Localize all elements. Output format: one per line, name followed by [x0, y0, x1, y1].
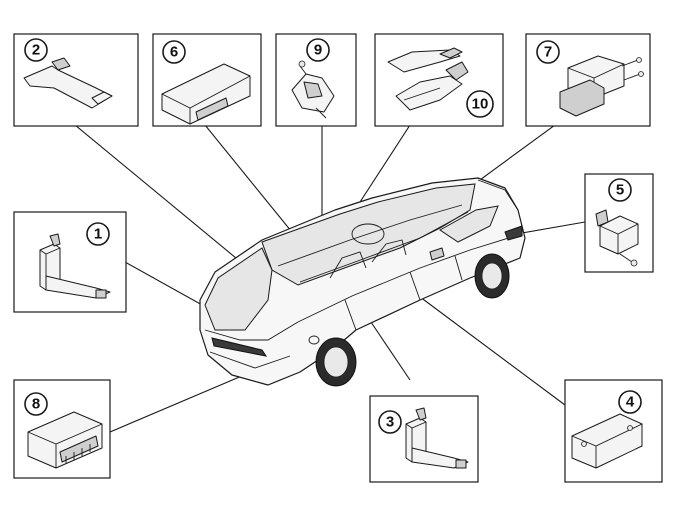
- callout-number-10: 10: [472, 96, 489, 113]
- callout-badge-7: [536, 40, 560, 64]
- component-9-lock-mechanism-icon: [291, 60, 335, 119]
- component-2-sensor-icon: [23, 57, 113, 109]
- component-3-sensor-icon: [405, 407, 469, 469]
- callout-number-8: 8: [32, 396, 40, 413]
- callout-number-6: 6: [170, 44, 178, 61]
- component-6-control-module-icon: [161, 63, 251, 125]
- callout-7: 7: [525, 33, 651, 127]
- callout-number-1: 1: [94, 226, 102, 243]
- callout-10: 10: [374, 33, 504, 127]
- callout-number-2: 2: [32, 42, 40, 59]
- leader-line-6: [204, 124, 301, 243]
- component-5-sensor-icon: [595, 209, 639, 267]
- callout-box-1: [13, 211, 127, 313]
- callout-4: 4: [564, 379, 663, 483]
- callout-badge-4: [618, 390, 642, 414]
- callout-badge-6: [162, 40, 186, 64]
- callout-2: 2: [13, 33, 139, 127]
- component-1-sensor-icon: [39, 233, 111, 299]
- callout-3: 3: [369, 395, 479, 483]
- component-10-door-handle-icon: [387, 47, 469, 111]
- callout-number-9: 9: [314, 42, 322, 59]
- callout-6: 6: [152, 33, 262, 127]
- callout-badge-2: [24, 38, 48, 62]
- callout-badge-9: [306, 38, 330, 62]
- callout-badge-10: [466, 90, 494, 118]
- callout-number-4: 4: [626, 394, 635, 411]
- callout-8: 8: [13, 379, 111, 479]
- component-4-module-icon: [571, 413, 643, 469]
- component-8-control-module-icon: [27, 411, 103, 469]
- callout-number-7: 7: [544, 44, 552, 61]
- callout-number-5: 5: [616, 182, 624, 199]
- car-illustration: [199, 177, 526, 387]
- callout-9: 9: [275, 33, 357, 127]
- callout-badge-1: [86, 222, 110, 246]
- callout-number-3: 3: [386, 414, 394, 431]
- callout-badge-5: [608, 178, 632, 202]
- callout-1: 1: [13, 211, 127, 313]
- callout-5: 5: [584, 173, 654, 273]
- callout-badge-8: [24, 392, 48, 416]
- leader-line-4: [399, 281, 566, 406]
- component-7-switch-pack-icon: [559, 55, 644, 117]
- callout-badge-3: [378, 410, 402, 434]
- leader-line-2: [74, 124, 266, 283]
